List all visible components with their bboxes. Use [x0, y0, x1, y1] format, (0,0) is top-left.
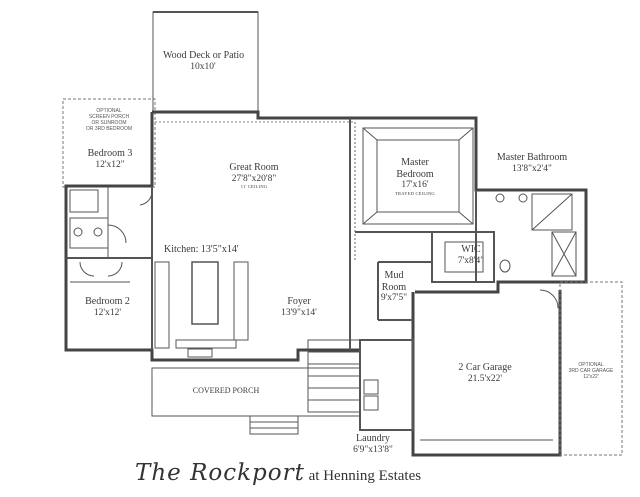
- great-room-note: 11' CEILING: [240, 184, 268, 190]
- great-room-label: Great Room 27'8"x20'8" 11' CEILING: [214, 162, 294, 190]
- optional-porch-line-0: OPTIONAL: [96, 108, 122, 114]
- master-bedroom-label: Master Bedroom 17'x16' TRAYED CEILING: [385, 157, 445, 196]
- mud-room-name: Mud Room: [381, 270, 407, 293]
- mud-room-dims: 9'x7'5": [380, 293, 408, 303]
- laundry-outline: [359, 339, 414, 431]
- master-bathroom-name: Master Bathroom: [496, 152, 568, 163]
- foyer-dims: 13'9"x14': [281, 307, 317, 318]
- garage-dims: 21.5'x22': [467, 373, 503, 384]
- master-shower: [551, 231, 577, 277]
- optional-garage-outline: [559, 281, 623, 456]
- plan-title-script: The Rockport: [135, 460, 305, 486]
- deck-label: Wood Deck or Patio 10x10': [163, 50, 245, 72]
- master-bathroom-dims: 13'8"x2'4": [512, 163, 552, 174]
- bedroom3-name: Bedroom 3: [87, 148, 133, 159]
- optional-porch-line-3: OR 3RD BEDROOM: [85, 126, 133, 132]
- plan-title-rest: at Henning Estates: [304, 468, 422, 484]
- master-bathroom-label: Master Bathroom 13'8"x2'4": [482, 152, 582, 174]
- deck-name: Wood Deck or Patio: [163, 50, 245, 61]
- kitchen-name: Kitchen: 13'5"x14': [164, 244, 239, 255]
- great-room-dims: 27'8"x20'8": [231, 173, 277, 184]
- covered-porch-label: COVERED PORCH: [176, 386, 276, 395]
- deck-dims: 10x10': [190, 61, 216, 72]
- great-room-name: Great Room: [229, 162, 279, 173]
- garage-name: 2 Car Garage: [458, 362, 512, 373]
- master-bath-tub: [531, 193, 573, 231]
- garage-label: 2 Car Garage 21.5'x22': [440, 362, 530, 384]
- wic-label: WIC 7'x8'4": [446, 244, 496, 266]
- wic-outline: [431, 231, 495, 283]
- bedroom2-name: Bedroom 2: [85, 296, 130, 307]
- wic-name: WIC: [461, 244, 481, 255]
- bedroom2-label: Bedroom 2 12'x12': [75, 296, 140, 318]
- master-tray-inner: [376, 139, 460, 213]
- kitchen-island: [191, 261, 219, 325]
- master-tray-outer: [362, 127, 474, 225]
- bedroom2-dims: 12'x12': [93, 307, 122, 318]
- optional-porch-line-1: SCREEN PORCH: [88, 114, 130, 120]
- optional-garage-line-0: OPTIONAL: [578, 362, 604, 368]
- plan-title: The Rockport at Henning Estates: [135, 460, 515, 486]
- optional-porch-line-2: OR SUNROOM: [91, 120, 127, 126]
- exterior-wall: [152, 110, 588, 294]
- master-bedroom-note: TRAYED CEILING: [395, 190, 435, 196]
- optional-garage-line-1: 3RD CAR GARAGE: [568, 368, 614, 374]
- optional-porch-note: OPTIONAL SCREEN PORCH OR SUNROOM OR 3RD …: [73, 108, 145, 132]
- master-bedroom-dims: 17'x16': [401, 180, 429, 190]
- optional-garage-note: OPTIONAL 3RD CAR GARAGE 12'x22': [563, 362, 619, 380]
- foyer-label: Foyer 13'9"x14': [264, 296, 334, 318]
- mud-room-label: Mud Room 9'x7'5": [376, 270, 412, 304]
- laundry-dims: 6'9"x13'8": [353, 444, 393, 455]
- optional-garage-line-2: 12'x22': [583, 374, 599, 380]
- foyer-name: Foyer: [287, 296, 311, 307]
- covered-porch-name: COVERED PORCH: [192, 386, 260, 395]
- bath-tub: [69, 189, 99, 213]
- front-steps: [249, 415, 299, 435]
- wic-dims: 7'x8'4": [457, 255, 485, 266]
- master-bedroom-name: Master Bedroom: [396, 157, 434, 180]
- laundry-name: Laundry: [356, 433, 390, 444]
- bedroom3-dims: 12'x12": [95, 159, 125, 170]
- laundry-label: Laundry 6'9"x13'8": [340, 433, 406, 455]
- kitchen-label: Kitchen: 13'5"x14': [164, 244, 244, 256]
- bedroom3-label: Bedroom 3 12'x12": [75, 148, 145, 170]
